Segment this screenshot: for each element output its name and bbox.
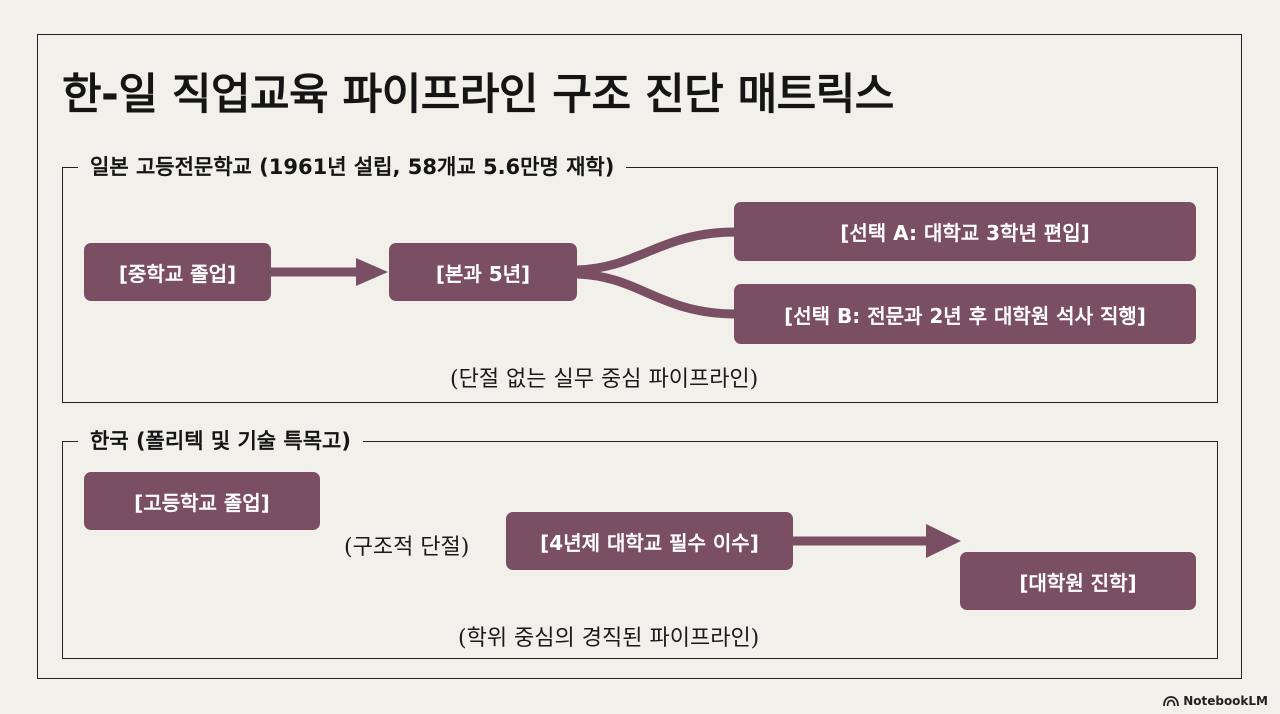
japan-section (62, 167, 1218, 403)
korea-caption: (학위 중심의 경직된 파이프라인) (458, 626, 760, 651)
korea-section (62, 441, 1218, 659)
notebooklm-logo-icon (1163, 695, 1180, 706)
branch-to-option-a (576, 227, 737, 275)
node-graduate-school: [대학원 진학] (960, 552, 1196, 610)
arrowhead-japan (356, 258, 388, 286)
brand-label: NotebookLM (1183, 694, 1268, 708)
node-main-course-5-years: [본과 5년] (389, 243, 577, 301)
node-option-a: [선택 A: 대학교 3학년 편입] (734, 202, 1196, 261)
node-middle-school-graduation: [중학교 졸업] (84, 243, 271, 301)
structural-gap-label: (구조적 단절) (344, 535, 470, 560)
node-four-year-university: [4년제 대학교 필수 이수] (506, 512, 793, 570)
outer-frame (37, 34, 1242, 679)
japan-caption: (단절 없는 실무 중심 파이프라인) (450, 367, 759, 392)
node-option-b: [선택 B: 전문과 2년 후 대학원 석사 직행] (734, 284, 1196, 344)
brand-watermark: NotebookLM (1163, 694, 1268, 708)
japan-section-heading: 일본 고등전문학교 (1961년 설립, 58개교 5.6만명 재학) (78, 153, 627, 181)
page-title: 한-일 직업교육 파이프라인 구조 진단 매트릭스 (62, 70, 894, 120)
arrowhead-korea (926, 524, 961, 558)
branch-to-option-b (576, 269, 737, 319)
node-high-school-graduation: [고등학교 졸업] (84, 472, 320, 530)
korea-section-heading: 한국 (폴리텍 및 기술 특목고) (78, 427, 363, 455)
